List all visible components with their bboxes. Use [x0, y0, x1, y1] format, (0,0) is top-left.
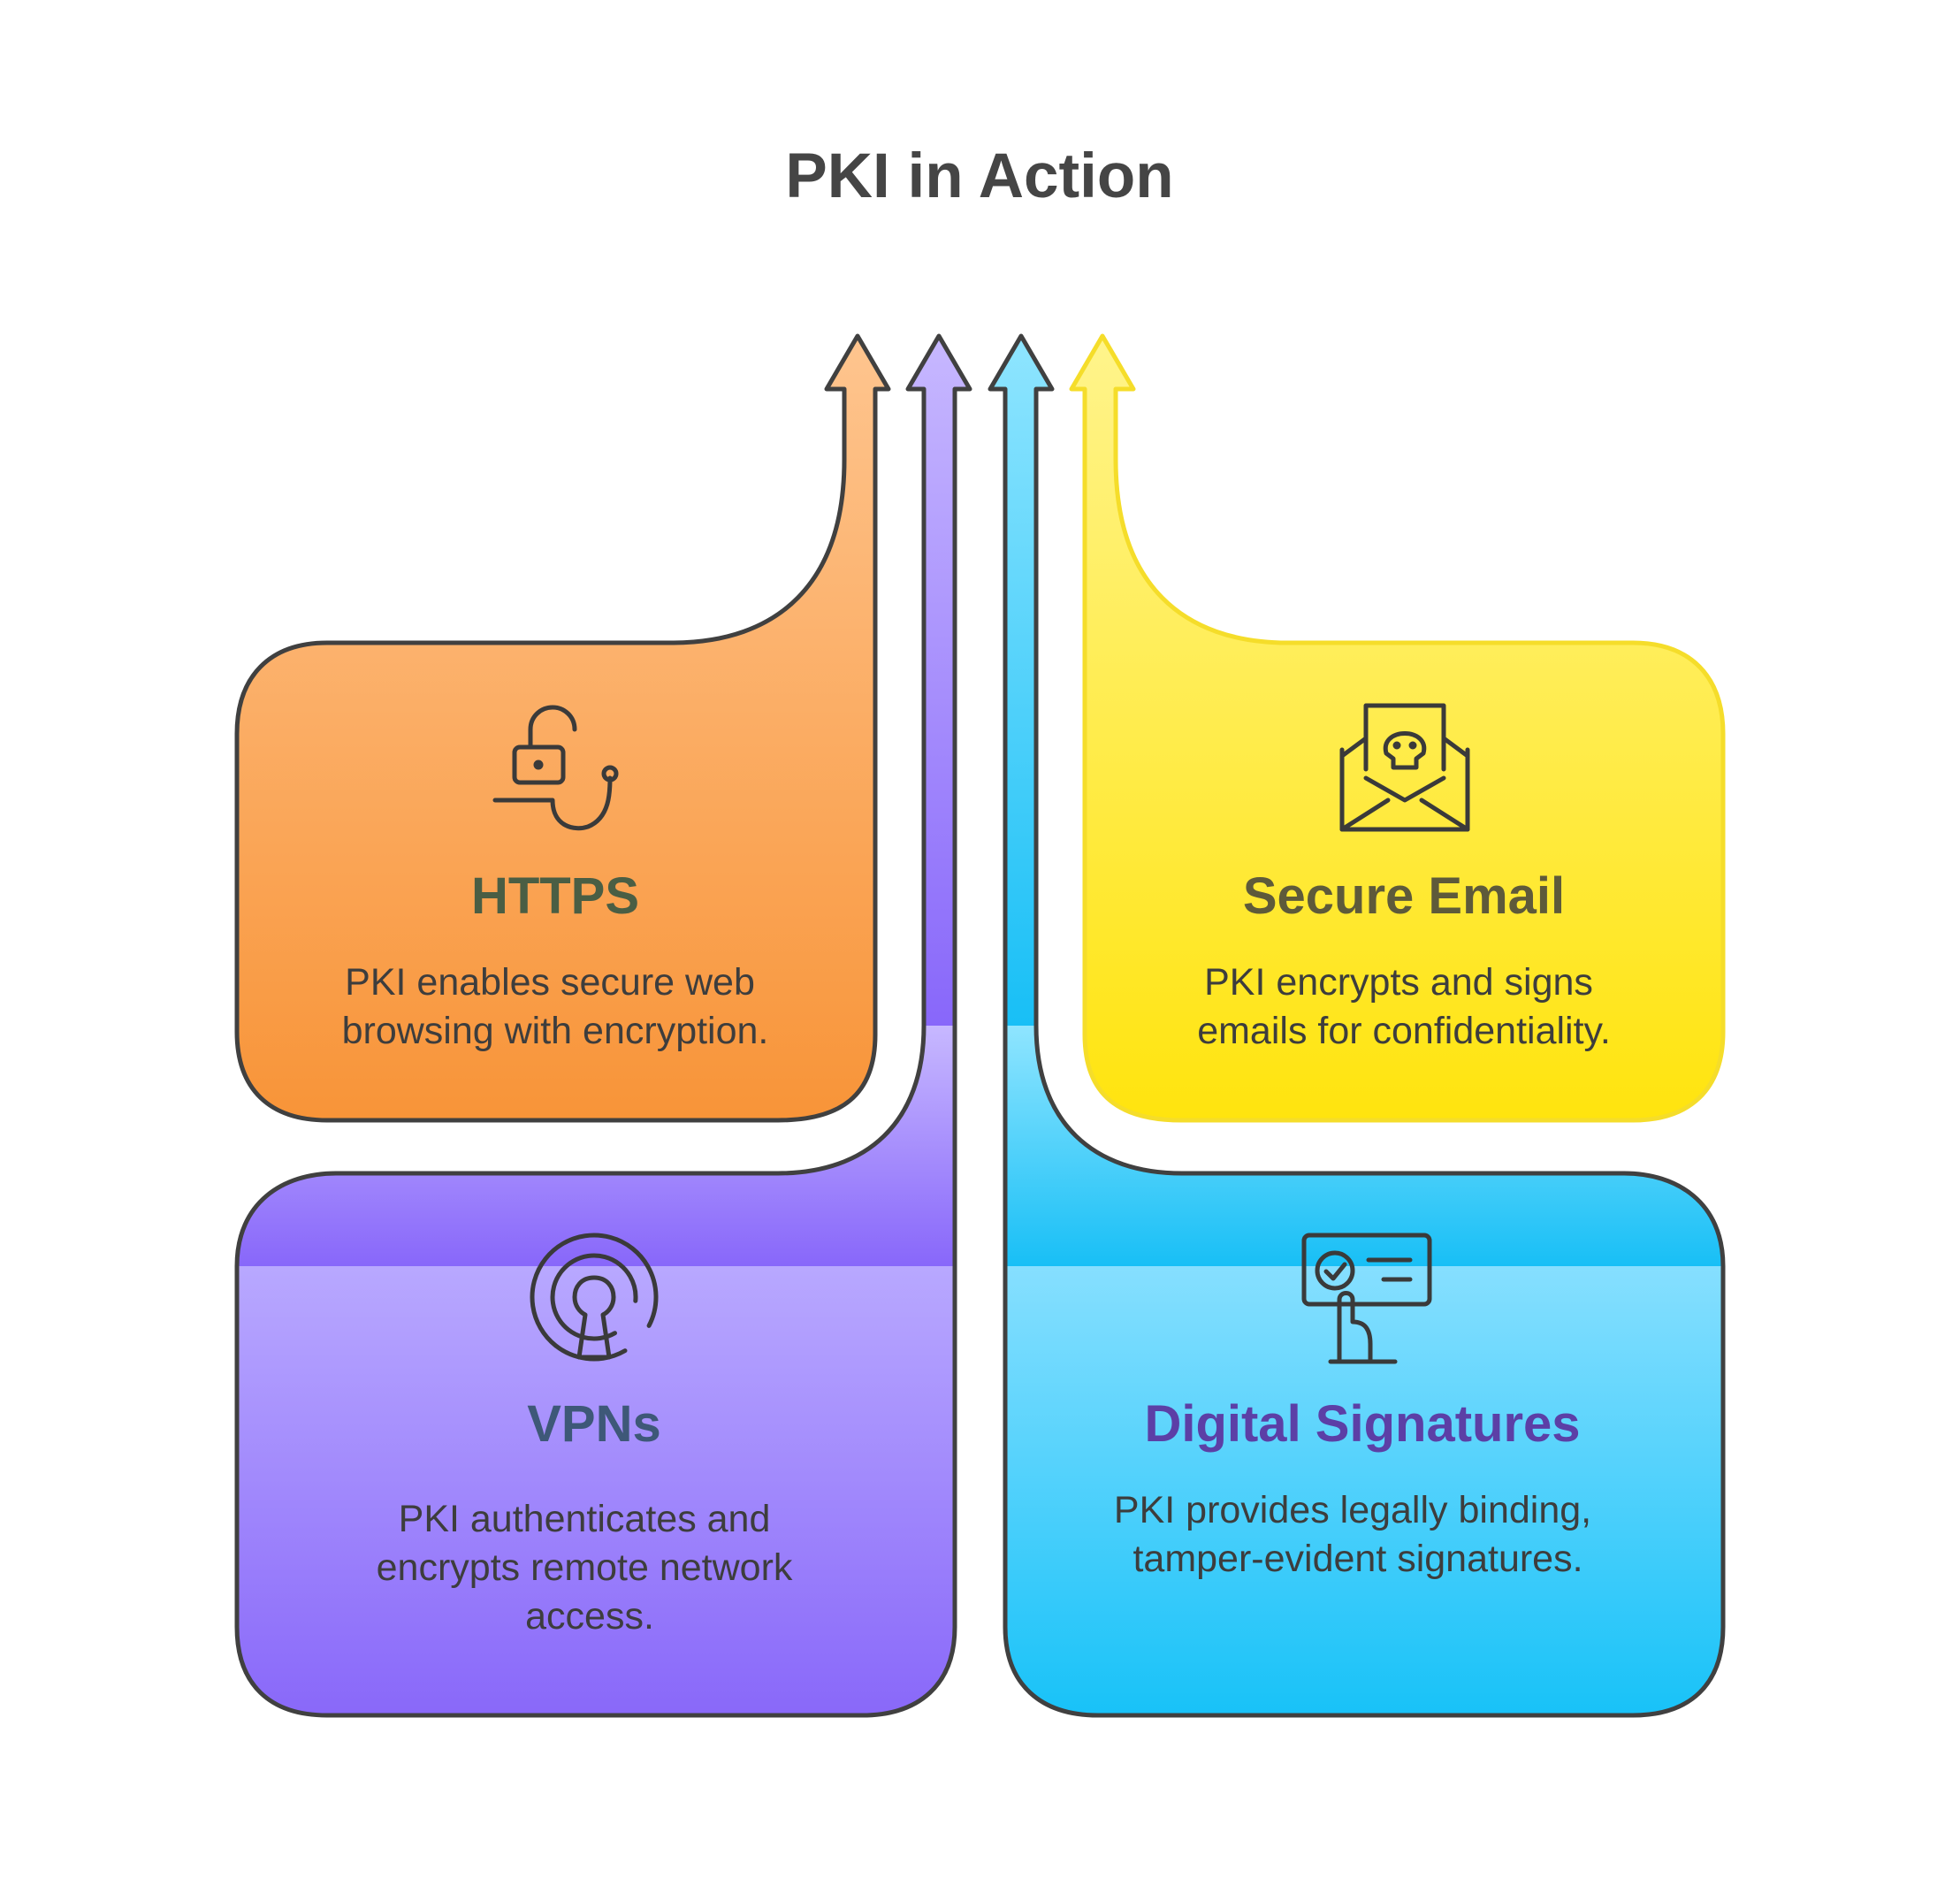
keyhole-signal-icon: [530, 1233, 659, 1362]
diagram-title: PKI in Action: [785, 141, 1173, 211]
secure-email-arrow: [1072, 336, 1723, 1120]
card-secure-email: [1069, 333, 1726, 1123]
card-digital-signatures: [988, 333, 1726, 1718]
vpns-description-line: encrypts remote network: [377, 1546, 793, 1589]
https-description-line: browsing with encryption.: [342, 1010, 769, 1052]
secure-email-title: Secure Email: [1243, 867, 1565, 925]
email-skull-icon: [1339, 703, 1470, 832]
https-description-line: PKI enables secure web: [345, 961, 755, 1004]
vpns-arrow: [908, 336, 970, 1026]
vpns-description-line: access.: [525, 1595, 654, 1638]
vpns-description-line: PKI authenticates and: [399, 1498, 771, 1540]
certificate-hand-icon: [1301, 1233, 1432, 1364]
secure-email-description-line: emails for confidentiality.: [1197, 1010, 1611, 1052]
https-title: HTTPS: [471, 867, 639, 925]
vpns-description: PKI authenticates and encrypts remote ne…: [377, 1498, 804, 1638]
digital-signatures-description-line: tamper-evident signatures.: [1133, 1538, 1582, 1580]
digital-signatures-arrow: [990, 336, 1052, 1026]
secure-email-description: PKI encrypts and signs emails for confid…: [1197, 961, 1611, 1052]
vpns-title: VPNs: [527, 1395, 661, 1453]
digital-signatures-title: Digital Signatures: [1144, 1395, 1580, 1453]
https-arrow: [237, 336, 888, 1120]
card-https: [234, 333, 891, 1123]
secure-email-description-line: PKI encrypts and signs: [1204, 961, 1593, 1004]
digital-signatures-description: PKI provides legally binding, tamper-evi…: [1114, 1489, 1602, 1580]
card-vpns: [234, 333, 972, 1718]
unlocked-padlock-icon: [492, 705, 619, 831]
digital-signatures-description-line: PKI provides legally binding,: [1114, 1489, 1591, 1531]
https-description: PKI enables secure web browsing with enc…: [342, 961, 769, 1052]
